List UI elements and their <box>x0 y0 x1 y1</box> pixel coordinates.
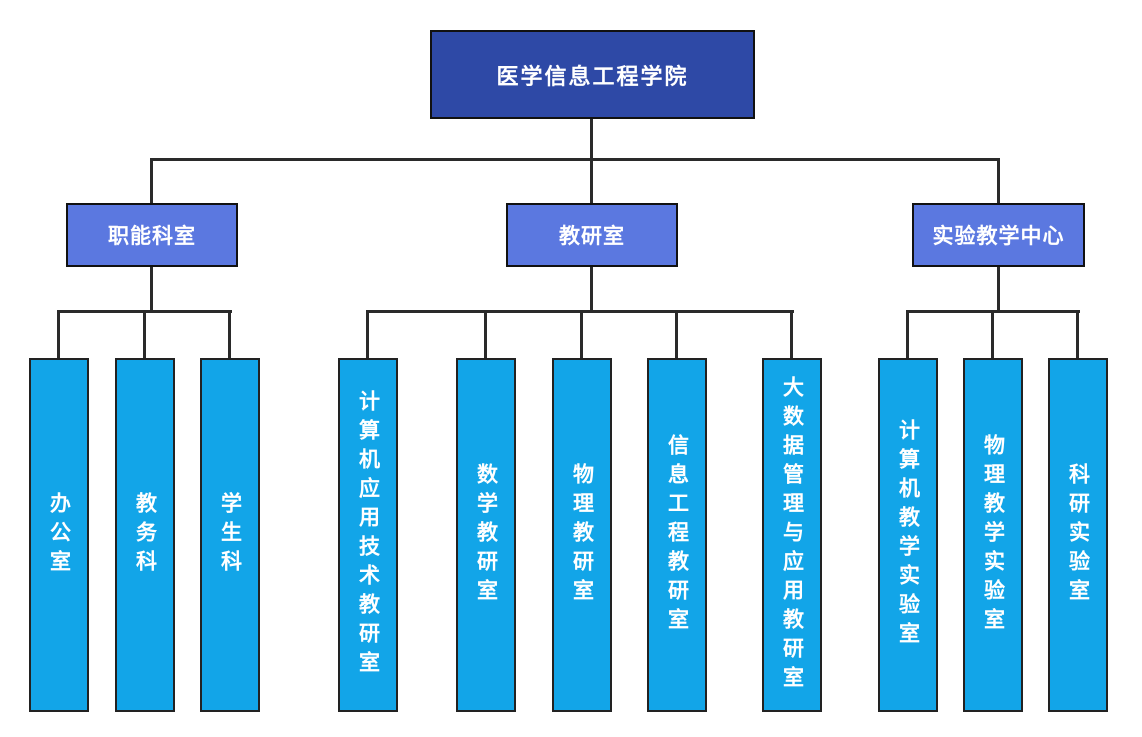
node-leaf-information-engineering: 信息工程教研室 <box>647 358 707 712</box>
node-branch-functional-offices: 职能科室 <box>66 203 238 267</box>
node-leaf-big-data: 大数据管理与应用教研室 <box>762 358 822 712</box>
node-leaf-label: 教务科 <box>133 491 158 579</box>
node-leaf-math: 数学教研室 <box>456 358 516 712</box>
node-leaf-label: 计算机教学实验室 <box>896 419 921 651</box>
node-leaf-label: 数学教研室 <box>474 462 499 608</box>
connector-drop-leaf-1-4 <box>790 310 793 358</box>
connector-drop-leaf-1-1 <box>484 310 487 358</box>
node-branch-label: 实验教学中心 <box>932 224 1065 248</box>
connector-drop-branch-0 <box>150 158 153 203</box>
node-leaf-academic-affairs: 教务科 <box>115 358 175 712</box>
node-leaf-label: 学生科 <box>218 491 243 579</box>
node-root: 医学信息工程学院 <box>430 30 755 119</box>
node-leaf-office: 办公室 <box>29 358 89 712</box>
connector-drop-leaf-2-2 <box>1076 310 1079 358</box>
node-leaf-label: 办公室 <box>47 491 72 579</box>
connector-drop-leaf-0-2 <box>228 310 231 358</box>
connector-drop-leaf-1-0 <box>366 310 369 358</box>
node-branch-label: 教研室 <box>559 224 625 248</box>
node-leaf-label: 物理教研室 <box>570 462 595 608</box>
node-branch-label: 职能科室 <box>108 224 196 248</box>
connector-drop-leaf-1-2 <box>580 310 583 358</box>
node-leaf-label: 科研实验室 <box>1066 462 1091 608</box>
node-leaf-physics-teaching-lab: 物理教学实验室 <box>963 358 1023 712</box>
connector-drop-branch-1 <box>590 158 593 203</box>
connector-branch-2-stem <box>997 267 1000 313</box>
connector-drop-leaf-0-0 <box>57 310 60 358</box>
connector-branch-1-stem <box>590 267 593 313</box>
node-leaf-label: 信息工程教研室 <box>665 433 690 637</box>
connector-drop-leaf-1-3 <box>675 310 678 358</box>
node-leaf-student-affairs: 学生科 <box>200 358 260 712</box>
connector-drop-leaf-2-1 <box>991 310 994 358</box>
node-branch-teaching-research: 教研室 <box>506 203 678 267</box>
node-leaf-label: 物理教学实验室 <box>981 433 1006 637</box>
connector-drop-leaf-2-0 <box>906 310 909 358</box>
connector-branch-0-stem <box>150 267 153 313</box>
node-leaf-label: 计算机应用技术教研室 <box>356 390 381 680</box>
node-branch-lab-teaching-center: 实验教学中心 <box>912 203 1085 267</box>
node-leaf-label: 大数据管理与应用教研室 <box>780 375 805 695</box>
node-root-label: 医学信息工程学院 <box>496 64 689 90</box>
node-leaf-research-lab: 科研实验室 <box>1048 358 1108 712</box>
connector-drop-leaf-0-1 <box>143 310 146 358</box>
node-leaf-physics: 物理教研室 <box>552 358 612 712</box>
node-leaf-computer-teaching-lab: 计算机教学实验室 <box>878 358 938 712</box>
connector-level1-rail <box>150 158 1000 161</box>
connector-root-stem <box>590 119 593 161</box>
node-leaf-computer-application-tech: 计算机应用技术教研室 <box>338 358 398 712</box>
connector-drop-branch-2 <box>997 158 1000 203</box>
